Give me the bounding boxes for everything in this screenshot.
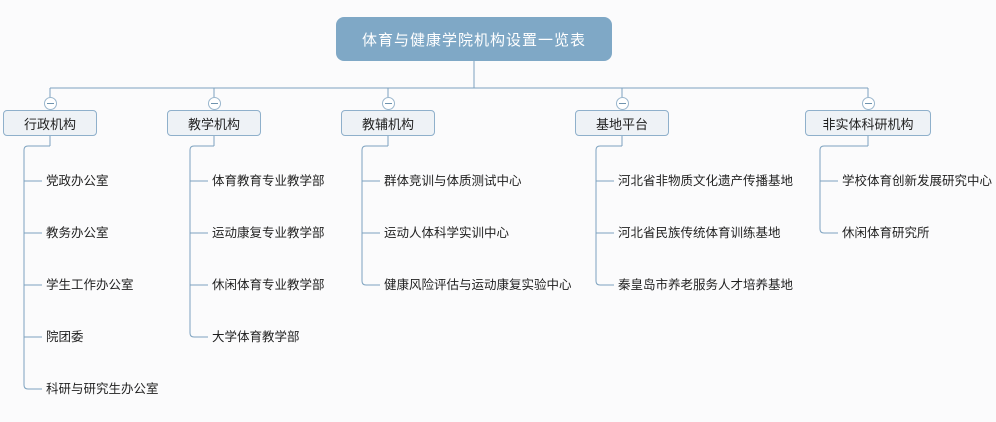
root-node-label: 体育与健康学院机构设置一览表 xyxy=(361,31,586,49)
leaf-item[interactable]: 学校体育创新发展研究中心 xyxy=(842,173,993,188)
leaf-item[interactable]: 学生工作办公室 xyxy=(46,277,134,292)
leaf-item[interactable]: 休闲体育专业教学部 xyxy=(212,277,325,292)
root-node[interactable]: 体育与健康学院机构设置一览表 xyxy=(336,17,612,61)
collapse-toggle-1[interactable] xyxy=(43,97,57,110)
category-node-2[interactable]: 教学机构 xyxy=(167,110,261,136)
leaf-item[interactable]: 河北省非物质文化遗产传播基地 xyxy=(618,173,794,188)
collapse-toggle-2[interactable] xyxy=(207,97,221,110)
leaf-item[interactable]: 群体竞训与体质测试中心 xyxy=(384,173,522,188)
category-node-label: 教辅机构 xyxy=(361,116,414,132)
category-node-label: 非实体科研机构 xyxy=(822,116,914,132)
category-node-3[interactable]: 教辅机构 xyxy=(341,110,435,136)
category-node-label: 教学机构 xyxy=(187,116,240,132)
leaf-item[interactable]: 运动人体科学实训中心 xyxy=(384,225,510,240)
leaf-item[interactable]: 休闲体育研究所 xyxy=(842,225,930,240)
leaf-item[interactable]: 运动康复专业教学部 xyxy=(212,225,325,240)
collapse-toggle-5[interactable] xyxy=(861,97,875,110)
collapse-toggle-3[interactable] xyxy=(381,97,395,110)
leaf-item[interactable]: 党政办公室 xyxy=(46,173,109,188)
leaf-item[interactable]: 秦皇岛市养老服务人才培养基地 xyxy=(618,277,794,292)
leaf-item[interactable]: 教务办公室 xyxy=(46,225,109,240)
leaf-item[interactable]: 院团委 xyxy=(46,329,84,344)
category-node-label: 基地平台 xyxy=(595,116,648,132)
leaf-item[interactable]: 科研与研究生办公室 xyxy=(46,381,159,396)
leaf-item[interactable]: 大学体育教学部 xyxy=(212,329,300,344)
category-node-label: 行政机构 xyxy=(23,116,76,132)
leaf-item[interactable]: 健康风险评估与运动康复实验中心 xyxy=(384,277,572,292)
collapse-toggle-4[interactable] xyxy=(615,97,629,110)
category-node-5[interactable]: 非实体科研机构 xyxy=(805,110,931,136)
category-node-1[interactable]: 行政机构 xyxy=(3,110,97,136)
category-node-4[interactable]: 基地平台 xyxy=(575,110,669,136)
leaf-item[interactable]: 体育教育专业教学部 xyxy=(212,173,325,188)
leaf-item[interactable]: 河北省民族传统体育训练基地 xyxy=(618,225,781,240)
